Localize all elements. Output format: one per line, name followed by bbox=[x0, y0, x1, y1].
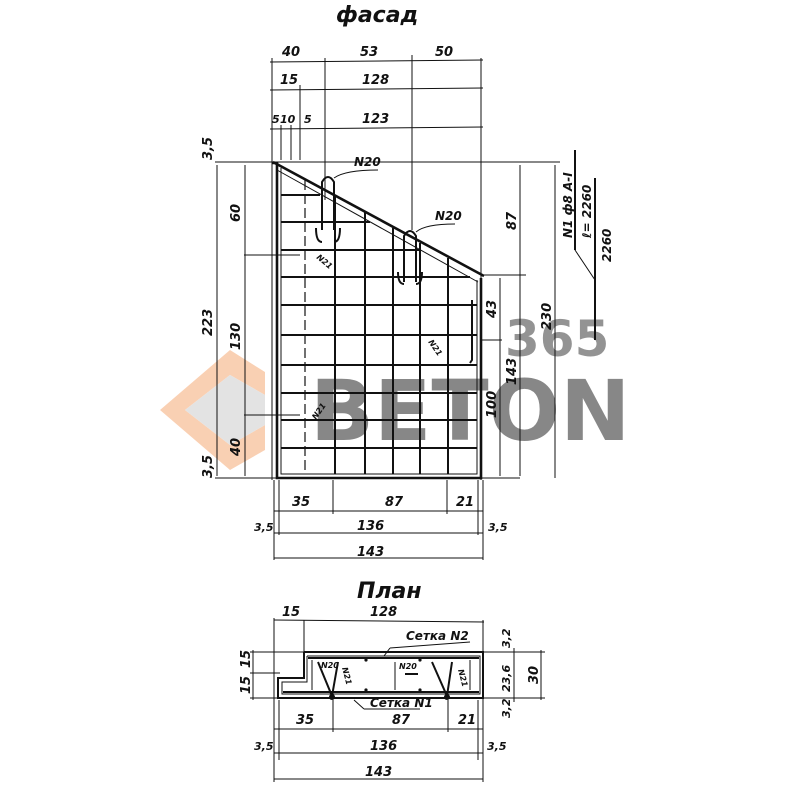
svg-text:230: 230 bbox=[540, 303, 555, 330]
svg-text:100: 100 bbox=[485, 391, 500, 418]
svg-text:87: 87 bbox=[505, 211, 520, 230]
tie-label: N21 bbox=[315, 253, 334, 271]
svg-text:30: 30 bbox=[527, 666, 542, 684]
svg-text:3,2: 3,2 bbox=[500, 698, 513, 718]
svg-text:10: 10 bbox=[280, 113, 296, 126]
svg-text:128: 128 bbox=[370, 605, 397, 620]
svg-text:3,5: 3,5 bbox=[254, 740, 274, 753]
plan-inner-label: N20 bbox=[399, 662, 417, 671]
mesh-1-label: Сетка N1 bbox=[370, 696, 433, 710]
bar-mark: N1 ф8 A-I bbox=[561, 172, 575, 238]
plan-section bbox=[277, 651, 484, 700]
plan-bottom-dimensions: 35 87 21 3,5 136 3,5 143 bbox=[254, 700, 507, 782]
svg-text:87: 87 bbox=[392, 713, 411, 728]
svg-text:3,5: 3,5 bbox=[254, 521, 274, 534]
svg-text:40: 40 bbox=[281, 45, 300, 60]
svg-text:5: 5 bbox=[272, 113, 280, 126]
plan-tie-label: N21 bbox=[340, 666, 353, 686]
plan-tiny-label: N20 bbox=[321, 661, 339, 670]
svg-text:143: 143 bbox=[365, 765, 392, 780]
watermark-brand: BETON bbox=[310, 362, 630, 460]
plan-top-dimensions: 15 128 bbox=[273, 605, 485, 740]
svg-text:21: 21 bbox=[458, 713, 476, 728]
svg-text:128: 128 bbox=[362, 73, 389, 88]
svg-text:15: 15 bbox=[239, 676, 254, 694]
svg-text:15: 15 bbox=[282, 605, 300, 620]
svg-text:35: 35 bbox=[296, 713, 314, 728]
tie-label: N21 bbox=[426, 338, 444, 358]
svg-text:136: 136 bbox=[370, 739, 397, 754]
svg-text:50: 50 bbox=[435, 45, 453, 60]
svg-text:3,5: 3,5 bbox=[201, 455, 216, 478]
svg-text:15: 15 bbox=[280, 73, 298, 88]
svg-text:3,5: 3,5 bbox=[487, 740, 507, 753]
lifting-loop-2 bbox=[397, 223, 456, 285]
loop-callout-2: N20 bbox=[435, 209, 462, 223]
facade-title: фасад bbox=[336, 3, 418, 28]
bar-length-value: 2260 bbox=[600, 229, 614, 262]
bar-length-label: ℓ= 2260 bbox=[580, 185, 594, 239]
svg-text:130: 130 bbox=[229, 323, 244, 350]
svg-text:43: 43 bbox=[485, 300, 500, 319]
svg-text:87: 87 bbox=[385, 495, 404, 510]
svg-text:143: 143 bbox=[357, 545, 384, 560]
svg-text:35: 35 bbox=[292, 495, 310, 510]
svg-text:136: 136 bbox=[357, 519, 384, 534]
lifting-loop-1 bbox=[315, 169, 379, 243]
svg-text:40: 40 bbox=[229, 438, 244, 457]
svg-text:15: 15 bbox=[239, 650, 254, 668]
svg-text:60: 60 bbox=[229, 204, 244, 222]
svg-text:21: 21 bbox=[456, 495, 474, 510]
svg-text:23,6: 23,6 bbox=[500, 665, 513, 692]
facade-top-dimensions: 40 53 50 15 128 5 10 5 123 bbox=[269, 45, 484, 480]
bar-note: N1 ф8 A-I ℓ= 2260 2260 bbox=[561, 150, 614, 340]
plan-right-dimensions: 3,2 23,6 3,2 30 bbox=[484, 628, 545, 718]
facade-left-dimensions: 3,5 60 130 40 3,5 223 bbox=[201, 137, 520, 479]
watermark-number: 365 bbox=[505, 310, 609, 368]
svg-text:3,5: 3,5 bbox=[488, 521, 508, 534]
svg-text:143: 143 bbox=[505, 358, 520, 385]
svg-text:3,2: 3,2 bbox=[500, 628, 513, 648]
svg-text:123: 123 bbox=[362, 112, 389, 127]
facade-bottom-dimensions: 35 87 21 3,5 136 3,5 143 bbox=[254, 480, 508, 560]
plan-tie-label: N21 bbox=[456, 668, 469, 688]
plan-title: План bbox=[357, 579, 422, 604]
svg-text:53: 53 bbox=[360, 45, 378, 60]
svg-text:5: 5 bbox=[304, 113, 312, 126]
svg-text:223: 223 bbox=[201, 309, 216, 336]
svg-text:3,5: 3,5 bbox=[201, 137, 216, 160]
mesh-2-label: Сетка N2 bbox=[406, 629, 469, 643]
plan-left-dimensions: 15 15 bbox=[239, 650, 306, 700]
facade-right-dimensions: 87 43 100 143 230 bbox=[480, 161, 560, 478]
